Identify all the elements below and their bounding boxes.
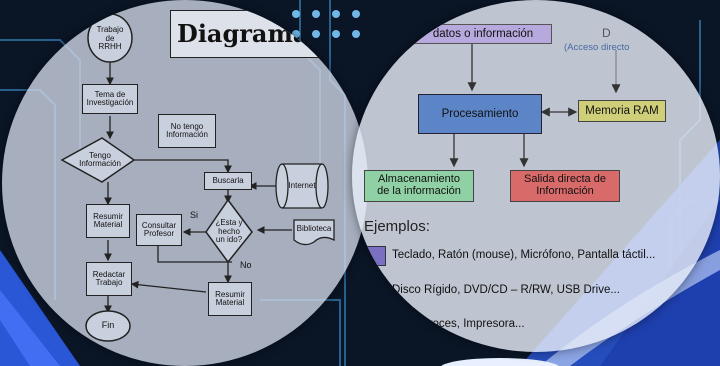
storage-box: Almacenamiento de la información bbox=[364, 170, 474, 202]
example-storage-devices: Disco Rígido, DVD/CD – R/RW, USB Drive..… bbox=[392, 284, 620, 296]
internet-node: Internet bbox=[288, 180, 316, 190]
flowchart-panel: Diagrama de f Trabajo de RRHH Tema de In… bbox=[2, 0, 368, 366]
input-example-swatch bbox=[366, 246, 386, 266]
consult-node: Consultar Profesor bbox=[136, 214, 182, 246]
data-flow-connectors bbox=[449, 44, 621, 168]
library-node: Biblioteca bbox=[296, 223, 332, 233]
input-label: datos o información bbox=[414, 24, 552, 44]
example-output-devices: r, Altavoces, Impresora... bbox=[398, 318, 525, 330]
example-input-devices: Teclado, Ratón (mouse), Micrófono, Panta… bbox=[392, 249, 656, 261]
search-node: Buscarla bbox=[204, 172, 252, 190]
yes-label: Si bbox=[190, 210, 199, 220]
summarize-node-2: Resumir Material bbox=[208, 282, 252, 316]
no-label: No bbox=[240, 260, 252, 270]
direct-access-label: (Acceso directo bbox=[564, 42, 630, 53]
flowchart-title: Diagrama de f bbox=[170, 10, 368, 58]
done-decision: ¿Esta y hecho un ido? bbox=[215, 218, 243, 245]
have-info-decision: Tengo Información bbox=[79, 150, 121, 168]
flowchart-connectors bbox=[60, 13, 335, 342]
write-node: Redactar Trabajo bbox=[86, 262, 132, 296]
data-flow-panel: datos o información D (Acceso directo Pr… bbox=[352, 0, 720, 352]
ram-box: Memoria RAM bbox=[578, 100, 666, 122]
topic-node: Tema de Investigación bbox=[82, 84, 138, 114]
summarize-node-1: Resumir Material bbox=[86, 204, 130, 238]
no-info-node: No tengo Información bbox=[158, 114, 216, 148]
end-node: Fin bbox=[101, 320, 115, 331]
storage-example-swatch bbox=[366, 280, 386, 300]
examples-title: Ejemplos: bbox=[364, 218, 430, 235]
output-box: Salida directa de Información bbox=[510, 170, 620, 202]
processing-box: Procesamiento bbox=[418, 94, 542, 134]
start-node: Trabajo de RRHH bbox=[96, 25, 124, 52]
top-right-partial: D bbox=[602, 26, 611, 40]
